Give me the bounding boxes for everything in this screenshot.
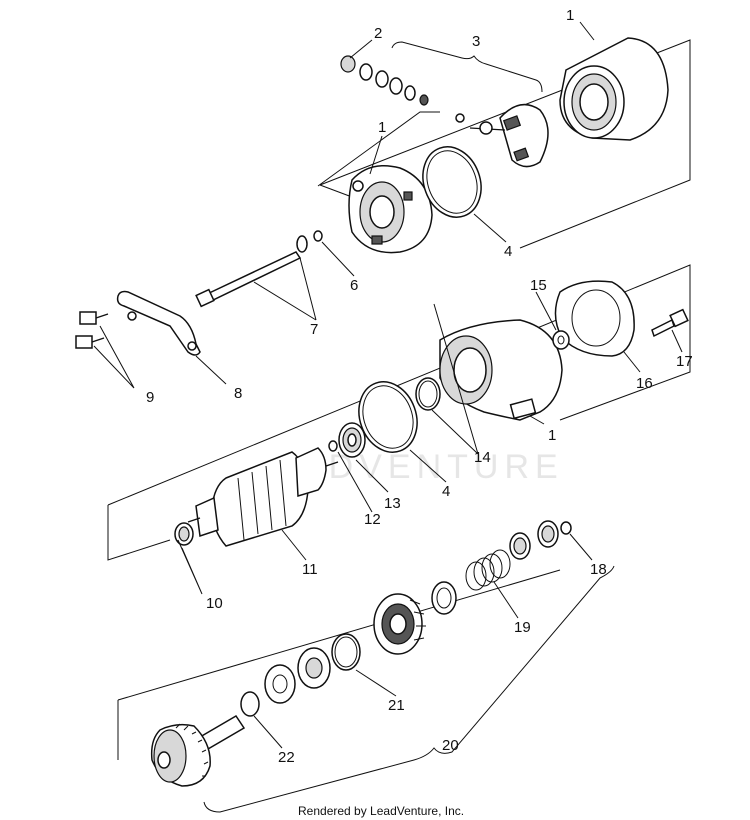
callout-21: 21 [388, 697, 405, 714]
callout-labels: 1 2 3 1 4 6 7 8 9 15 16 17 1 14 4 13 12 … [146, 7, 693, 766]
nut-washer-stack-part [317, 55, 440, 187]
callout-1-end-frame: 1 [378, 119, 386, 136]
brush-holder-part [455, 103, 549, 168]
callout-10: 10 [206, 595, 223, 612]
callout-13: 13 [384, 495, 401, 512]
through-bolt-part [195, 235, 308, 308]
leader-lines [93, 21, 683, 813]
bearing-10-part [174, 522, 194, 546]
bearing-13-part [338, 422, 366, 458]
o-ring-upper-inner [426, 150, 478, 214]
housing-bolt-part [651, 308, 689, 338]
callout-9: 9 [146, 389, 154, 406]
callout-7: 7 [310, 321, 318, 338]
callout-22: 22 [278, 749, 295, 766]
pinion-clutch-part [373, 593, 426, 655]
callout-16: 16 [636, 375, 653, 392]
bracket-bolts-part [75, 311, 109, 349]
clip-22-part [240, 691, 260, 717]
callout-6: 6 [350, 277, 358, 294]
callout-4-upper: 4 [504, 243, 512, 260]
callout-4-lower: 4 [442, 483, 450, 500]
o-ring-upper-part [422, 146, 482, 218]
callout-8: 8 [234, 385, 242, 402]
callout-12: 12 [364, 511, 381, 528]
callout-1-yoke: 1 [566, 7, 574, 24]
snap-ring-21-part [331, 633, 361, 671]
o-ring-14-part [415, 377, 441, 411]
callout-19: 19 [514, 619, 531, 636]
o-ring-lower-part [358, 381, 418, 453]
armature-part [187, 447, 339, 547]
ring-12-part [328, 440, 338, 452]
callout-14: 14 [474, 449, 491, 466]
drive-gear-shaft-part [150, 714, 246, 787]
yoke-housing-part [559, 37, 669, 141]
callout-18: 18 [590, 561, 607, 578]
bearing-stack-part [509, 520, 559, 560]
washer-15-part [552, 330, 570, 350]
spring-19-part [431, 549, 511, 615]
watermark-text: ADVENTURE [300, 448, 564, 486]
callout-3: 3 [472, 33, 480, 50]
footer-credit: Rendered by LeadVenture, Inc. [298, 804, 464, 818]
clutch-washers-part [264, 647, 331, 704]
small-washer-part [313, 230, 323, 242]
callout-15: 15 [530, 277, 547, 294]
drive-housing-part [439, 319, 563, 421]
mounting-bracket-part [116, 290, 201, 356]
callout-11: 11 [302, 561, 318, 578]
callout-2: 2 [374, 25, 382, 42]
ring-18-part [560, 521, 572, 535]
callout-1-drive-housing: 1 [548, 427, 556, 444]
commutator-end-frame-part [348, 165, 433, 254]
callout-20: 20 [442, 737, 459, 754]
callout-17: 17 [676, 353, 693, 370]
